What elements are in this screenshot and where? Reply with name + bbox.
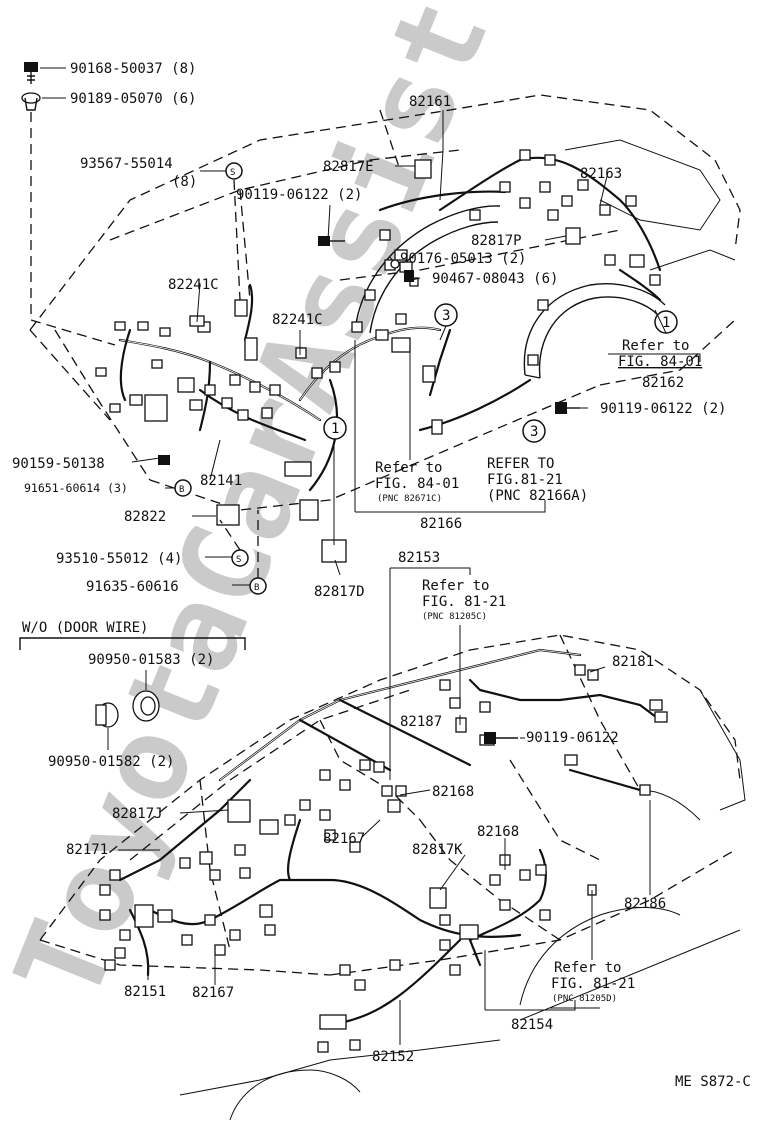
refer-note-right-line2: FIG. 84-01 — [618, 354, 702, 370]
fender-liner-left — [354, 205, 501, 334]
leader-s2-b2 — [219, 510, 259, 578]
part-number-label: 90159-50138 — [12, 456, 105, 472]
part-number-label: 82166 — [420, 516, 462, 532]
grommet-small-icon — [95, 702, 119, 728]
symbol-b-2-circle: B — [249, 577, 267, 595]
part-number-label: 90119-06122 (2) — [236, 187, 362, 203]
part-number-label: 82168 — [432, 784, 474, 800]
grommet-large-icon — [132, 690, 160, 722]
part-number-label: 82168 — [477, 824, 519, 840]
screw-icon — [484, 732, 518, 744]
part-number-label: 82817P — [471, 233, 522, 249]
screw-icon — [555, 402, 580, 414]
part-number-label: 82241C — [272, 312, 323, 328]
refer-note-bottom-line2: FIG. 81-21 — [551, 976, 635, 992]
symbol-s-top-circle: S — [225, 162, 243, 180]
callout-1-left-label: 1 — [331, 421, 339, 437]
fender-liner-right — [523, 283, 666, 379]
callout-3-left-label: 3 — [442, 308, 450, 324]
refer-note-mid-line3: (PNC 82671C) — [377, 494, 442, 504]
refer-note-mid-line1: Refer to — [375, 460, 442, 476]
part-number-label: 82161 — [409, 94, 451, 110]
callout-3-left: 3 — [434, 303, 458, 327]
clip-icon — [390, 259, 414, 282]
part-number-label: 90119-06122 — [526, 730, 619, 746]
part-number-label: 82186 — [624, 896, 666, 912]
part-number-label: 82171 — [66, 842, 108, 858]
symbol-s-2: S — [236, 555, 241, 565]
symbol-s-top: S — [230, 168, 235, 178]
part-number-label: 82141 — [200, 473, 242, 489]
part-number-label: 90176-05013 (2) — [400, 251, 526, 267]
part-number-label: 82167 — [192, 985, 234, 1001]
watermark-text: ToyotaCarAssist.ru — [0, 0, 595, 1020]
front-connectors — [95, 149, 661, 563]
symbol-b-2: B — [254, 583, 259, 593]
wo-section-heading: W/O (DOOR WIRE) — [22, 620, 148, 636]
screw-icon — [158, 455, 170, 465]
symbol-b-1: B — [179, 485, 184, 495]
part-number-label: 82817J — [112, 806, 163, 822]
part-number-label: 91651-60614 (3) — [24, 481, 128, 495]
refer-note-caps-line3: (PNC 82166A) — [487, 488, 588, 504]
part-number-label: 82163 — [580, 166, 622, 182]
part-number-label: 82162 — [642, 375, 684, 391]
bolt-icon — [24, 62, 38, 84]
bottom-leader-lines — [118, 567, 651, 1045]
refer-note-top-line2: FIG. 81-21 — [422, 594, 506, 610]
rear-car-body-outline — [39, 634, 746, 1121]
part-number-label: (8) — [172, 174, 197, 190]
part-number-label: 82822 — [124, 509, 166, 525]
refer-note-bottom-line3: (PNC 81205D) — [552, 994, 617, 1004]
rear-connectors — [99, 664, 668, 1053]
symbol-b-1-circle: B — [174, 479, 192, 497]
callout-1-right-label: 1 — [662, 315, 670, 331]
part-number-label: 91635-60616 — [86, 579, 179, 595]
part-number-label: 82817K — [412, 842, 463, 858]
part-number-label: 82154 — [511, 1017, 553, 1033]
refer-note-top-line3: (PNC 81205C) — [422, 612, 487, 622]
refer-note-caps-line1: REFER TO — [487, 456, 554, 472]
refer-note-mid-line2: FIG. 84-01 — [375, 476, 459, 492]
refer-note-caps-line2: FIG.81-21 — [487, 472, 563, 488]
part-number-label: 93567-55014 — [80, 156, 173, 172]
front-car-body-outline — [29, 94, 741, 511]
part-number-label: 82153 — [398, 550, 440, 566]
part-number-label: 90950-01582 (2) — [48, 754, 174, 770]
figure-code: ME S872-C — [675, 1074, 751, 1090]
part-number-label: 82152 — [372, 1049, 414, 1065]
symbol-s-2-circle: S — [231, 549, 249, 567]
callout-3-right: 3 — [522, 419, 546, 443]
callout-1-left: 1 — [323, 416, 347, 440]
part-number-label: 82817D — [314, 584, 365, 600]
clip-icon — [21, 92, 41, 111]
callout-3-right-label: 3 — [530, 424, 538, 440]
part-number-label: 90168-50037 (8) — [70, 61, 196, 77]
part-number-label: 93510-55012 (4) — [56, 551, 182, 567]
screw-icon — [318, 236, 345, 246]
leader-s-top — [233, 179, 241, 301]
part-number-label: 82167 — [323, 831, 365, 847]
part-number-label: 82817E — [323, 159, 374, 175]
part-number-label: 90189-05070 (6) — [70, 91, 196, 107]
leader-clip-dashed — [30, 112, 116, 346]
wo-section-bracket — [19, 637, 246, 650]
part-number-label: 90467-08043 (6) — [432, 271, 558, 287]
callout-1-right: 1 — [654, 310, 678, 334]
refer-note-right-line1: Refer to — [622, 338, 689, 354]
part-number-label: 82241C — [168, 277, 219, 293]
part-number-label: 82181 — [612, 654, 654, 670]
top-leader-lines — [131, 110, 701, 586]
part-number-label: 90119-06122 (2) — [600, 401, 726, 417]
part-number-label: 90950-01583 (2) — [88, 652, 214, 668]
refer-note-bottom-line1: Refer to — [554, 960, 621, 976]
refer-note-top-line1: Refer to — [422, 578, 489, 594]
part-number-label: 82151 — [124, 984, 166, 1000]
part-number-label: 82187 — [400, 714, 442, 730]
